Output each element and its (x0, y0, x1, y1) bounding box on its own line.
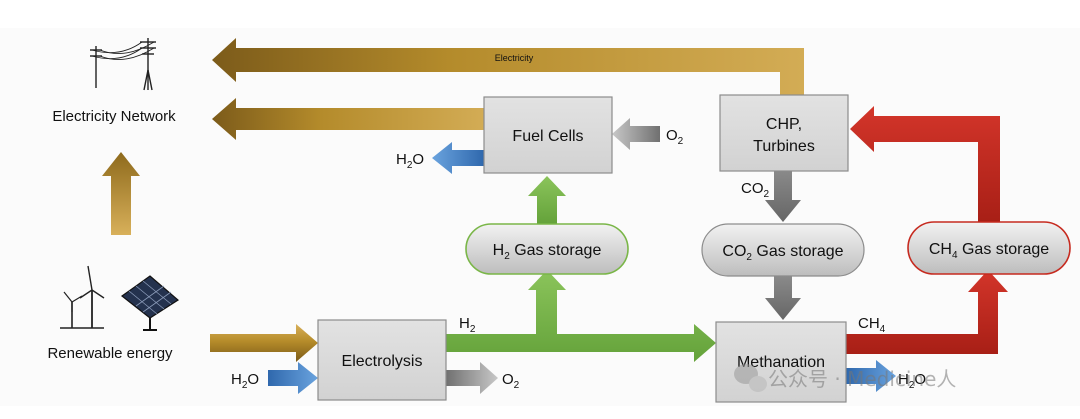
h2o-methanation-arrow (846, 360, 896, 392)
electrolysis-box: Electrolysis (317, 319, 447, 401)
h2-storage-label: H2 Gas storage (493, 242, 602, 262)
renewable-energy-label: Renewable energy (47, 345, 173, 362)
h2o-fuelcell-label: H2O (396, 151, 424, 171)
ch4-to-storage-arrow (846, 270, 1008, 354)
h2o-input-arrow (268, 362, 318, 394)
o2-output-label: O2 (502, 371, 520, 391)
co2-storage-label: CO2 Gas storage (722, 243, 843, 263)
ch4-storage-label: CH4 Gas storage (929, 241, 1049, 261)
h2o-methanation-label: H2O (898, 371, 926, 391)
renewable-up-arrow (102, 152, 140, 235)
h2-flow-arrow (446, 270, 716, 362)
fuel-cells-box: Fuel Cells (483, 96, 613, 174)
watermark: 公众号 · Medicine人 (734, 364, 956, 392)
ch4-gas-storage: CH4 Gas storage (907, 221, 1071, 275)
o2-input-arrow (612, 118, 660, 150)
chp-turbines-box: CHP, Turbines (719, 94, 849, 172)
methanation-label: Methanation (737, 354, 825, 371)
ch4-to-chp-arrow (850, 106, 1000, 222)
fuel-cells-label: Fuel Cells (512, 128, 583, 145)
h2-to-fuelcells-arrow (528, 176, 566, 224)
ch4-flow-label: CH4 (858, 315, 886, 335)
co2-flow-label: CO2 (741, 180, 770, 200)
h2o-input-label: H2O (231, 371, 259, 391)
co2-down-arrow (765, 170, 801, 222)
electrolysis-label: Electrolysis (342, 353, 423, 370)
renewable-electrolysis-arrow (210, 324, 318, 362)
solar-panel-icon (120, 275, 180, 331)
methanation-box: Methanation (715, 321, 847, 403)
electricity-network-label: Electricity Network (52, 108, 176, 125)
co2-gas-storage: CO2 Gas storage (701, 223, 865, 277)
h2o-fuelcell-arrow (432, 142, 484, 174)
h2-gas-storage: H2 Gas storage (465, 223, 629, 275)
electricity-flow-label: Electricity (495, 53, 534, 63)
co2-storage-down-arrow (765, 276, 801, 320)
watermark-text: 公众号 · Medicine人 (768, 367, 956, 391)
o2-output-arrow (446, 362, 498, 394)
chp-label-line2: Turbines (753, 138, 815, 155)
fuelcell-electricity-arrow (212, 98, 484, 140)
wind-turbines-icon (60, 265, 105, 329)
power-lines-icon (90, 38, 156, 91)
o2-input-label: O2 (666, 127, 684, 147)
h2-flow-label: H2 (459, 315, 476, 335)
electricity-return-arrow (212, 38, 804, 96)
wechat-icon (734, 364, 767, 392)
chp-label-line1: CHP, (766, 116, 802, 133)
